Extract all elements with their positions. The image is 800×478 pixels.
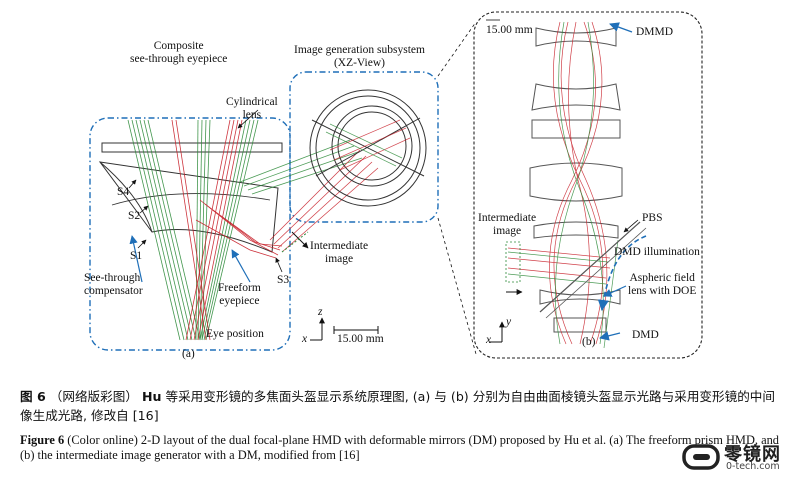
- label-s1: S1: [130, 250, 143, 262]
- watermark-glasses-icon: [682, 444, 720, 470]
- caption-en-body: (Color online) 2-D layout of the dual fo…: [20, 433, 779, 462]
- panel-b-frame: [473, 11, 703, 359]
- figure-area: Composite see-through eyepiece Image gen…: [84, 11, 703, 360]
- caption-english: Figure 6 (Color online) 2-D layout of th…: [20, 433, 780, 463]
- label-dmd: DMD: [632, 329, 659, 341]
- freeform-prism: [98, 161, 279, 253]
- panel-b-label: (b): [582, 336, 596, 348]
- label-dmd-illumination: DMD illumination: [614, 246, 700, 258]
- red-rays-b: [507, 21, 611, 345]
- label-eye-position: Eye position: [206, 328, 264, 340]
- watermark-sub-text: 0-tech.com: [726, 461, 780, 472]
- scale-bar-b: 15.00 mm: [486, 24, 533, 36]
- axis-z-a: z: [318, 306, 323, 318]
- caption-cn-hu: Hu: [141, 389, 162, 404]
- label-image-generation-subsystem: Image generation subsystem (XZ-View): [294, 44, 425, 69]
- subsystem-frame: [289, 71, 439, 223]
- label-cylindrical-lens: Cylindrical lens: [226, 96, 278, 121]
- eyepiece-frame: [89, 117, 291, 351]
- axis-x-a: x: [302, 333, 308, 345]
- label-dmmd: DMMD: [636, 26, 674, 38]
- label-s3: S3: [277, 274, 290, 286]
- label-s2: S2: [128, 210, 141, 222]
- label-intermediate-image-a: Intermediate image: [310, 240, 369, 265]
- caption-cn-lead: 图 6: [20, 389, 46, 404]
- label-aspheric-field-lens: Aspheric field lens with DOE: [628, 272, 697, 297]
- label-pbs: PBS: [642, 212, 663, 224]
- pbs-plate: [539, 221, 641, 313]
- caption-cn-body: 等采用变形镜的多焦面头盔显示系统原理图, (a) 与 (b) 分别为自由曲面棱镜…: [20, 389, 775, 423]
- caption-chinese: 图 6 （网络版彩图） Hu 等采用变形镜的多焦面头盔显示系统原理图, (a) …: [20, 387, 780, 425]
- label-see-through-compensator: See-through compensator: [84, 272, 143, 297]
- optical-layout-diagram: [89, 11, 703, 359]
- cylindrical-lens-plate: [101, 142, 283, 153]
- lens-assembly-xz: [309, 89, 427, 207]
- label-s4: S4: [117, 186, 130, 198]
- label-composite-eyepiece: Composite see-through eyepiece: [130, 40, 228, 65]
- red-rays-a: [171, 119, 283, 341]
- panel-a-label: (a): [182, 348, 195, 360]
- watermark-logo: 零镜网 0-tech.com: [682, 440, 794, 474]
- label-freeform-eyepiece: Freeform eyepiece: [218, 282, 261, 307]
- label-intermediate-image-b: Intermediate image: [478, 212, 537, 237]
- caption-en-lead: Figure 6: [20, 433, 65, 447]
- axis-x-b: x: [486, 334, 492, 346]
- caption-cn-paren: （网络版彩图）: [49, 389, 138, 404]
- green-rays-a: [127, 119, 259, 341]
- watermark-main-text: 零镜网: [724, 444, 781, 465]
- relay-rays: [239, 139, 379, 253]
- scale-bar-a: 15.00 mm: [337, 333, 384, 345]
- axis-y-b: y: [506, 316, 512, 328]
